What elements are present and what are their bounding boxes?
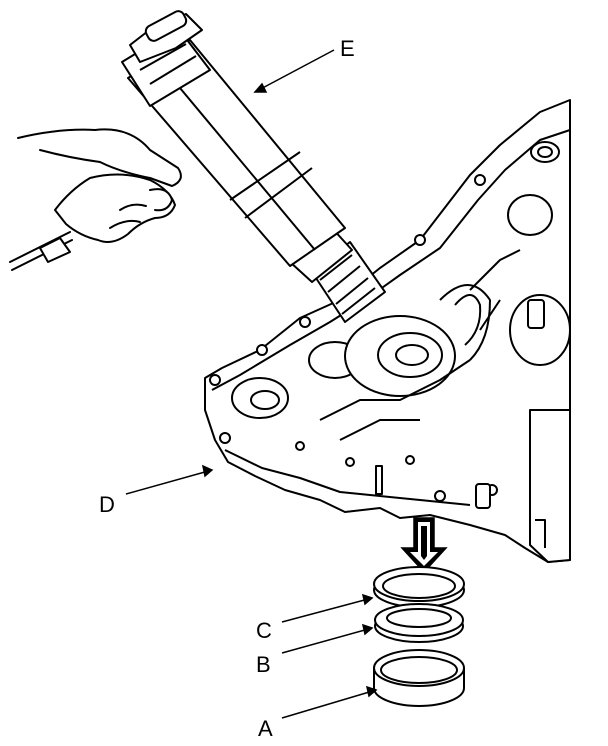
- technician-hands: [9, 128, 182, 271]
- leader-d-arrowhead: [201, 464, 214, 478]
- label-e: E: [340, 36, 355, 61]
- leader-c-arrowhead: [361, 593, 374, 606]
- label-d: D: [99, 492, 115, 517]
- label-a: A: [258, 716, 273, 741]
- leader-a: [281, 689, 377, 719]
- label-c: C: [256, 618, 272, 643]
- leader-e: [254, 49, 335, 93]
- seal-ring-c: [373, 566, 465, 608]
- transmission-housing: [204, 99, 571, 563]
- leader-b: [281, 627, 373, 654]
- leader-a-arrowhead: [365, 685, 378, 698]
- seal-ring-b: [374, 603, 464, 643]
- install-direction-arrow: [400, 517, 448, 574]
- leader-c: [281, 597, 373, 623]
- bearing-race-a: [373, 649, 465, 707]
- leader-b-arrowhead: [361, 623, 374, 636]
- leader-lines: [125, 49, 378, 719]
- leader-e-arrowhead: [253, 82, 268, 93]
- label-b: B: [256, 652, 271, 677]
- leader-d: [125, 469, 213, 495]
- seal-driver-tool: [121, 10, 386, 323]
